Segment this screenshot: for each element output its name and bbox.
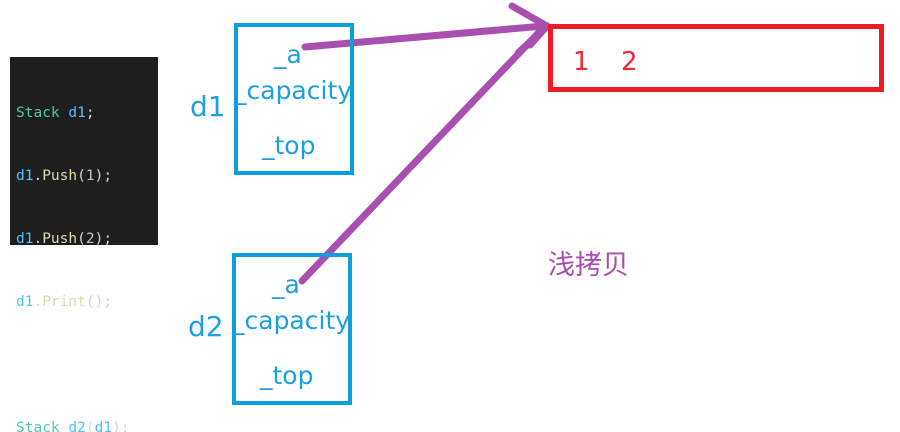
code-token: ( bbox=[77, 168, 86, 184]
code-line: d1.Print(); bbox=[16, 292, 158, 313]
array-cell-1: 2 bbox=[621, 47, 638, 77]
object-label-d2: d2 bbox=[188, 310, 224, 343]
array-cell-0: 1 bbox=[573, 47, 590, 77]
code-token: ( bbox=[77, 231, 86, 247]
code-token: ) bbox=[94, 168, 104, 184]
code-token: ) bbox=[112, 420, 121, 432]
code-token: d1 bbox=[94, 420, 113, 432]
code-token: 2 bbox=[85, 231, 95, 247]
code-token: ; bbox=[85, 105, 95, 121]
code-token: ; bbox=[120, 420, 130, 432]
heap-array-box: 1 2 bbox=[548, 24, 884, 92]
code-token: ; bbox=[103, 231, 113, 247]
code-token: ; bbox=[103, 294, 113, 310]
field-d1-top: _top bbox=[262, 131, 316, 160]
struct-box-d1: _a _capacity _top bbox=[234, 23, 354, 175]
field-d2-top: _top bbox=[260, 361, 314, 390]
code-line bbox=[16, 355, 158, 376]
code-token: d2 bbox=[68, 420, 86, 432]
code-token: . bbox=[33, 294, 43, 310]
code-token: Push bbox=[42, 168, 78, 184]
annotation-shallow-copy: 浅拷贝 bbox=[548, 250, 629, 281]
code-snippet: Stack d1; d1.Push(1); d1.Push(2); d1.Pri… bbox=[10, 57, 158, 432]
code-line: Stack d1; bbox=[16, 103, 158, 124]
code-token: Stack bbox=[16, 105, 60, 121]
code-token: () bbox=[85, 294, 104, 310]
code-line: d1.Push(2); bbox=[16, 229, 158, 250]
code-token: ( bbox=[85, 420, 95, 432]
code-token: d1 bbox=[16, 231, 34, 247]
code-token: 1 bbox=[85, 168, 95, 184]
field-d1-capacity: _capacity bbox=[234, 76, 353, 105]
code-token: d1 bbox=[16, 168, 34, 184]
code-line: Stack d2(d1); bbox=[16, 418, 158, 432]
code-token: Push bbox=[42, 231, 78, 247]
code-token: Print bbox=[42, 294, 86, 310]
code-token: ; bbox=[103, 168, 113, 184]
code-token: . bbox=[33, 231, 43, 247]
object-label-d1: d1 bbox=[190, 90, 226, 123]
struct-box-d2: _a _capacity _top bbox=[232, 253, 352, 405]
code-token: d1 bbox=[68, 105, 86, 121]
field-d2-capacity: _capacity bbox=[232, 306, 351, 335]
code-line: d1.Push(1); bbox=[16, 166, 158, 187]
field-d1-a: _a bbox=[274, 40, 302, 69]
code-token: Stack bbox=[16, 420, 60, 432]
code-token: . bbox=[33, 168, 43, 184]
field-d2-a: _a bbox=[272, 270, 300, 299]
code-token: d1 bbox=[16, 294, 34, 310]
code-token: ) bbox=[94, 231, 104, 247]
